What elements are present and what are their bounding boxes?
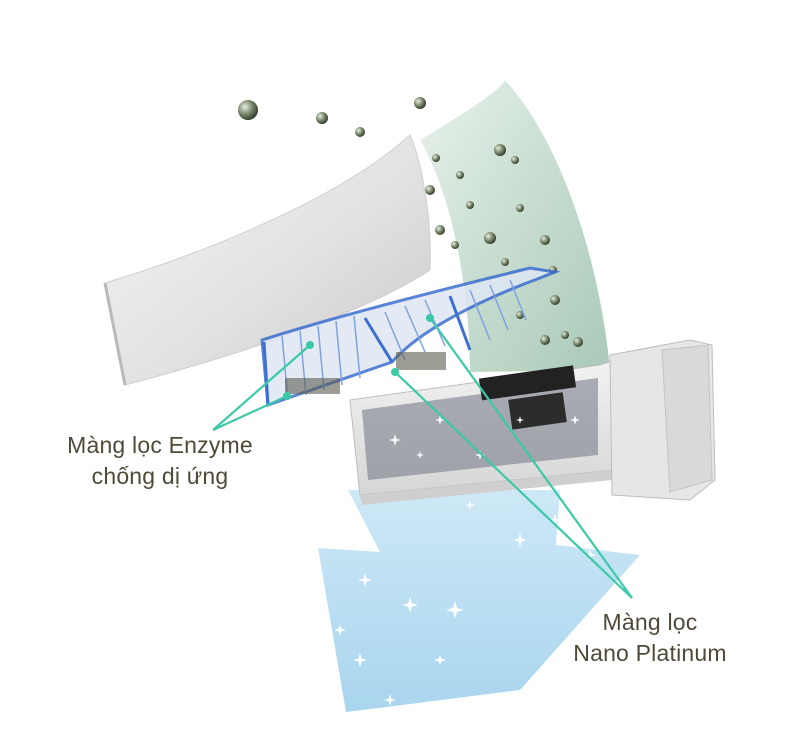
dust-particle-icon [466,201,474,209]
dust-particle-icon [456,171,464,179]
sparkle-icon [475,450,485,460]
sparkle-icon [402,597,418,613]
sparkles [334,415,596,706]
dust-particle-icon [451,241,459,249]
dust-particle-icon [550,295,560,305]
dust-particle-icon [316,112,328,124]
dust-particle-icon [484,232,496,244]
sparkle-icon [434,654,446,666]
dust-particle-icon [573,337,583,347]
dust-particle-icon [425,185,435,195]
dust-particle-icon [414,97,426,109]
enzyme-filter-label: Màng lọc Enzyme chống dị ứng [56,430,264,492]
enzyme-filter-label-line1: Màng lọc Enzyme [67,432,253,458]
dust-particle-icon [432,154,440,162]
sparkle-icon [513,533,527,547]
dust-particle-icon [540,235,550,245]
sparkle-icon [435,415,445,425]
callout-line-enzyme-1 [212,395,288,431]
callout-line-nano-1 [394,371,633,599]
nano-platinum-filter-label-line1: Màng lọc [602,609,698,635]
sparkle-icon [389,434,401,446]
sparkle-icon [384,694,396,706]
filter-assembly [260,266,561,408]
dust-particle-icon [516,204,524,212]
sparkle-icon [465,500,475,510]
nano-platinum-filter-label-line2: Nano Platinum [573,640,727,666]
sparkle-icon [416,451,424,459]
dust-particle-icon [516,311,524,319]
dust-particles [238,97,583,347]
sparkle-icon [584,549,596,561]
sparkle-icon [341,531,359,549]
dust-particle-icon [511,156,519,164]
dust-particle-icon [355,127,365,137]
dust-particle-icon [238,100,258,120]
callout-line-enzyme-2 [212,344,311,431]
dust-particle-icon [435,225,445,235]
air-intake-flow [420,80,610,372]
sparkle-icon [353,653,367,667]
air-output-flow-arrow [318,490,640,712]
callout-dots [283,314,434,400]
enzyme-filter-label-line2: chống dị ứng [91,463,229,489]
sparkle-icon [334,624,346,636]
sparkle-icon [516,416,524,424]
sparkle-icon [358,573,372,587]
callout-lines [212,317,633,599]
dust-particle-icon [494,144,506,156]
dust-particle-icon [540,335,550,345]
sparkle-icon [446,601,464,619]
sparkle-icon [570,415,580,425]
sparkle-icon [549,514,561,526]
dust-particle-icon [561,331,569,339]
nano-platinum-filter-label: Màng lọc Nano Platinum [558,607,742,669]
dust-particle-icon [501,258,509,266]
callout-line-nano-2 [429,317,633,599]
